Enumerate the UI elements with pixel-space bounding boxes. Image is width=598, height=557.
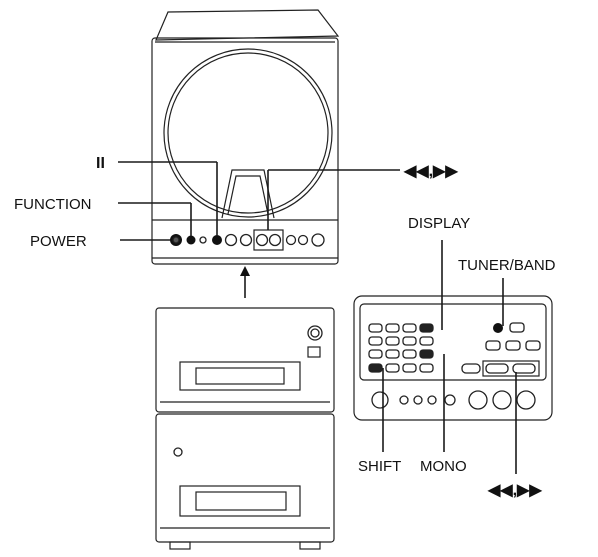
remote-skip-back-button[interactable]: [485, 363, 509, 374]
remote-skip-forward-button[interactable]: [512, 363, 536, 374]
pause-label: II: [96, 155, 105, 172]
remote-shift-button[interactable]: [368, 363, 383, 373]
mono-label: MONO: [420, 458, 467, 475]
remote-keypad: [368, 323, 434, 373]
display-label: DISPLAY: [408, 215, 470, 232]
main-stack: [155, 307, 335, 550]
function-label: FUNCTION: [14, 196, 92, 213]
cd-lid: [163, 48, 333, 218]
cd-unit: [151, 9, 340, 265]
shift-label: SHIFT: [358, 458, 401, 475]
attach-arrow: [240, 266, 250, 298]
remote-tuner-band-button[interactable]: [493, 323, 503, 333]
callout-lines: [118, 161, 517, 474]
cd-skip-forward-button[interactable]: [268, 233, 282, 247]
remote-display-button[interactable]: [419, 323, 434, 333]
power-label: POWER: [30, 233, 87, 250]
remote-mono-button[interactable]: [419, 349, 434, 359]
skip-label-bottom: ◀◀,▶▶: [487, 482, 542, 499]
skip-label-top: ◀◀,▶▶: [403, 163, 458, 180]
cd-skip-back-button[interactable]: [255, 233, 269, 247]
remote-control: [353, 295, 553, 421]
pause-button[interactable]: [212, 235, 222, 245]
tuner-band-label: TUNER/BAND: [458, 257, 556, 274]
function-button[interactable]: [186, 235, 196, 245]
